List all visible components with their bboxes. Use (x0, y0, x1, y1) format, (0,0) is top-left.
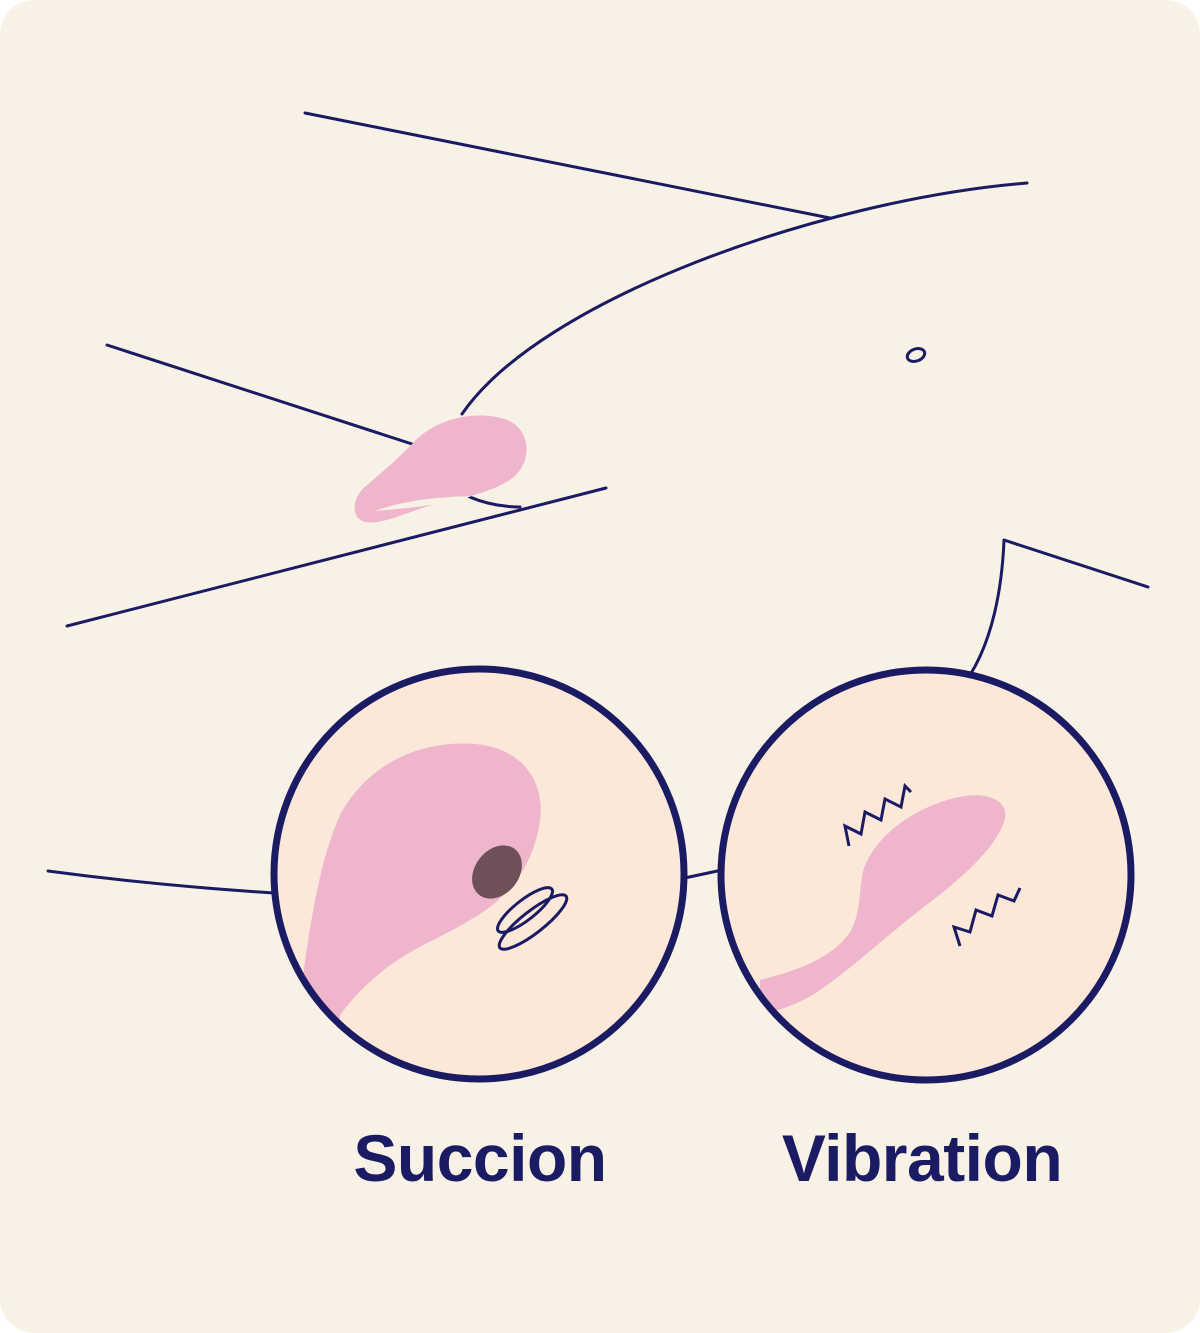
vibration-label: Vibration (781, 1121, 1063, 1195)
left-thigh-line (105, 343, 414, 446)
vibration-zigzag-icon (842, 782, 1022, 947)
navel (905, 347, 927, 363)
lower-thigh-line (65, 486, 608, 628)
hip-curve (460, 181, 1029, 416)
upper-thigh-line (303, 111, 832, 220)
suction-label: Succion (353, 1121, 607, 1195)
suction-hole (472, 845, 522, 899)
knee-line (968, 538, 1150, 677)
leg-line (46, 869, 277, 895)
suction-toy (290, 743, 541, 1079)
body-outline (46, 111, 1150, 895)
vibration-inset (717, 666, 1135, 1084)
suction-waves-icon (496, 886, 569, 951)
toy-main (354, 415, 527, 523)
suction-inset (270, 665, 688, 1083)
vibration-toy (760, 795, 1006, 1015)
